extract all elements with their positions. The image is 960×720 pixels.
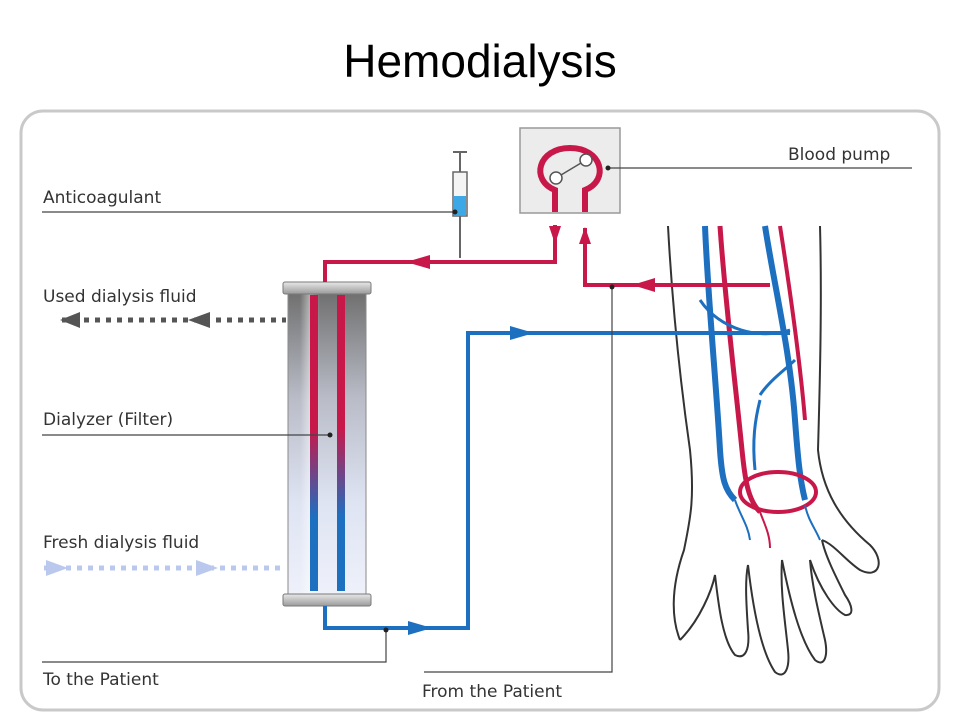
label-anticoagulant: Anticoagulant xyxy=(43,188,161,208)
label-dialyzer: Dialyzer (Filter) xyxy=(43,410,173,430)
dialyzer xyxy=(282,281,372,607)
label-blood-pump: Blood pump xyxy=(788,145,890,165)
label-fresh-dialysis-fluid: Fresh dialysis fluid xyxy=(43,533,199,553)
label-used-dialysis-fluid: Used dialysis fluid xyxy=(43,287,197,307)
label-to-the-patient: To the Patient xyxy=(42,670,159,690)
fresh-fluid-line xyxy=(44,560,286,576)
syringe-icon xyxy=(452,151,468,258)
dialyzer-top-cap xyxy=(282,281,372,295)
used-fluid-line xyxy=(60,312,286,328)
blood-pump xyxy=(519,127,621,214)
arm-vessels xyxy=(698,225,821,549)
venous-blood-line xyxy=(323,331,790,630)
arm-outline xyxy=(667,225,880,676)
slide-title: Hemodialysis xyxy=(343,35,617,87)
leader-dots xyxy=(327,165,615,633)
dialyzer-bottom-cap xyxy=(282,593,372,607)
leader-lines xyxy=(42,167,912,673)
flow-arrows xyxy=(406,226,655,635)
label-from-the-patient: From the Patient xyxy=(422,682,562,702)
